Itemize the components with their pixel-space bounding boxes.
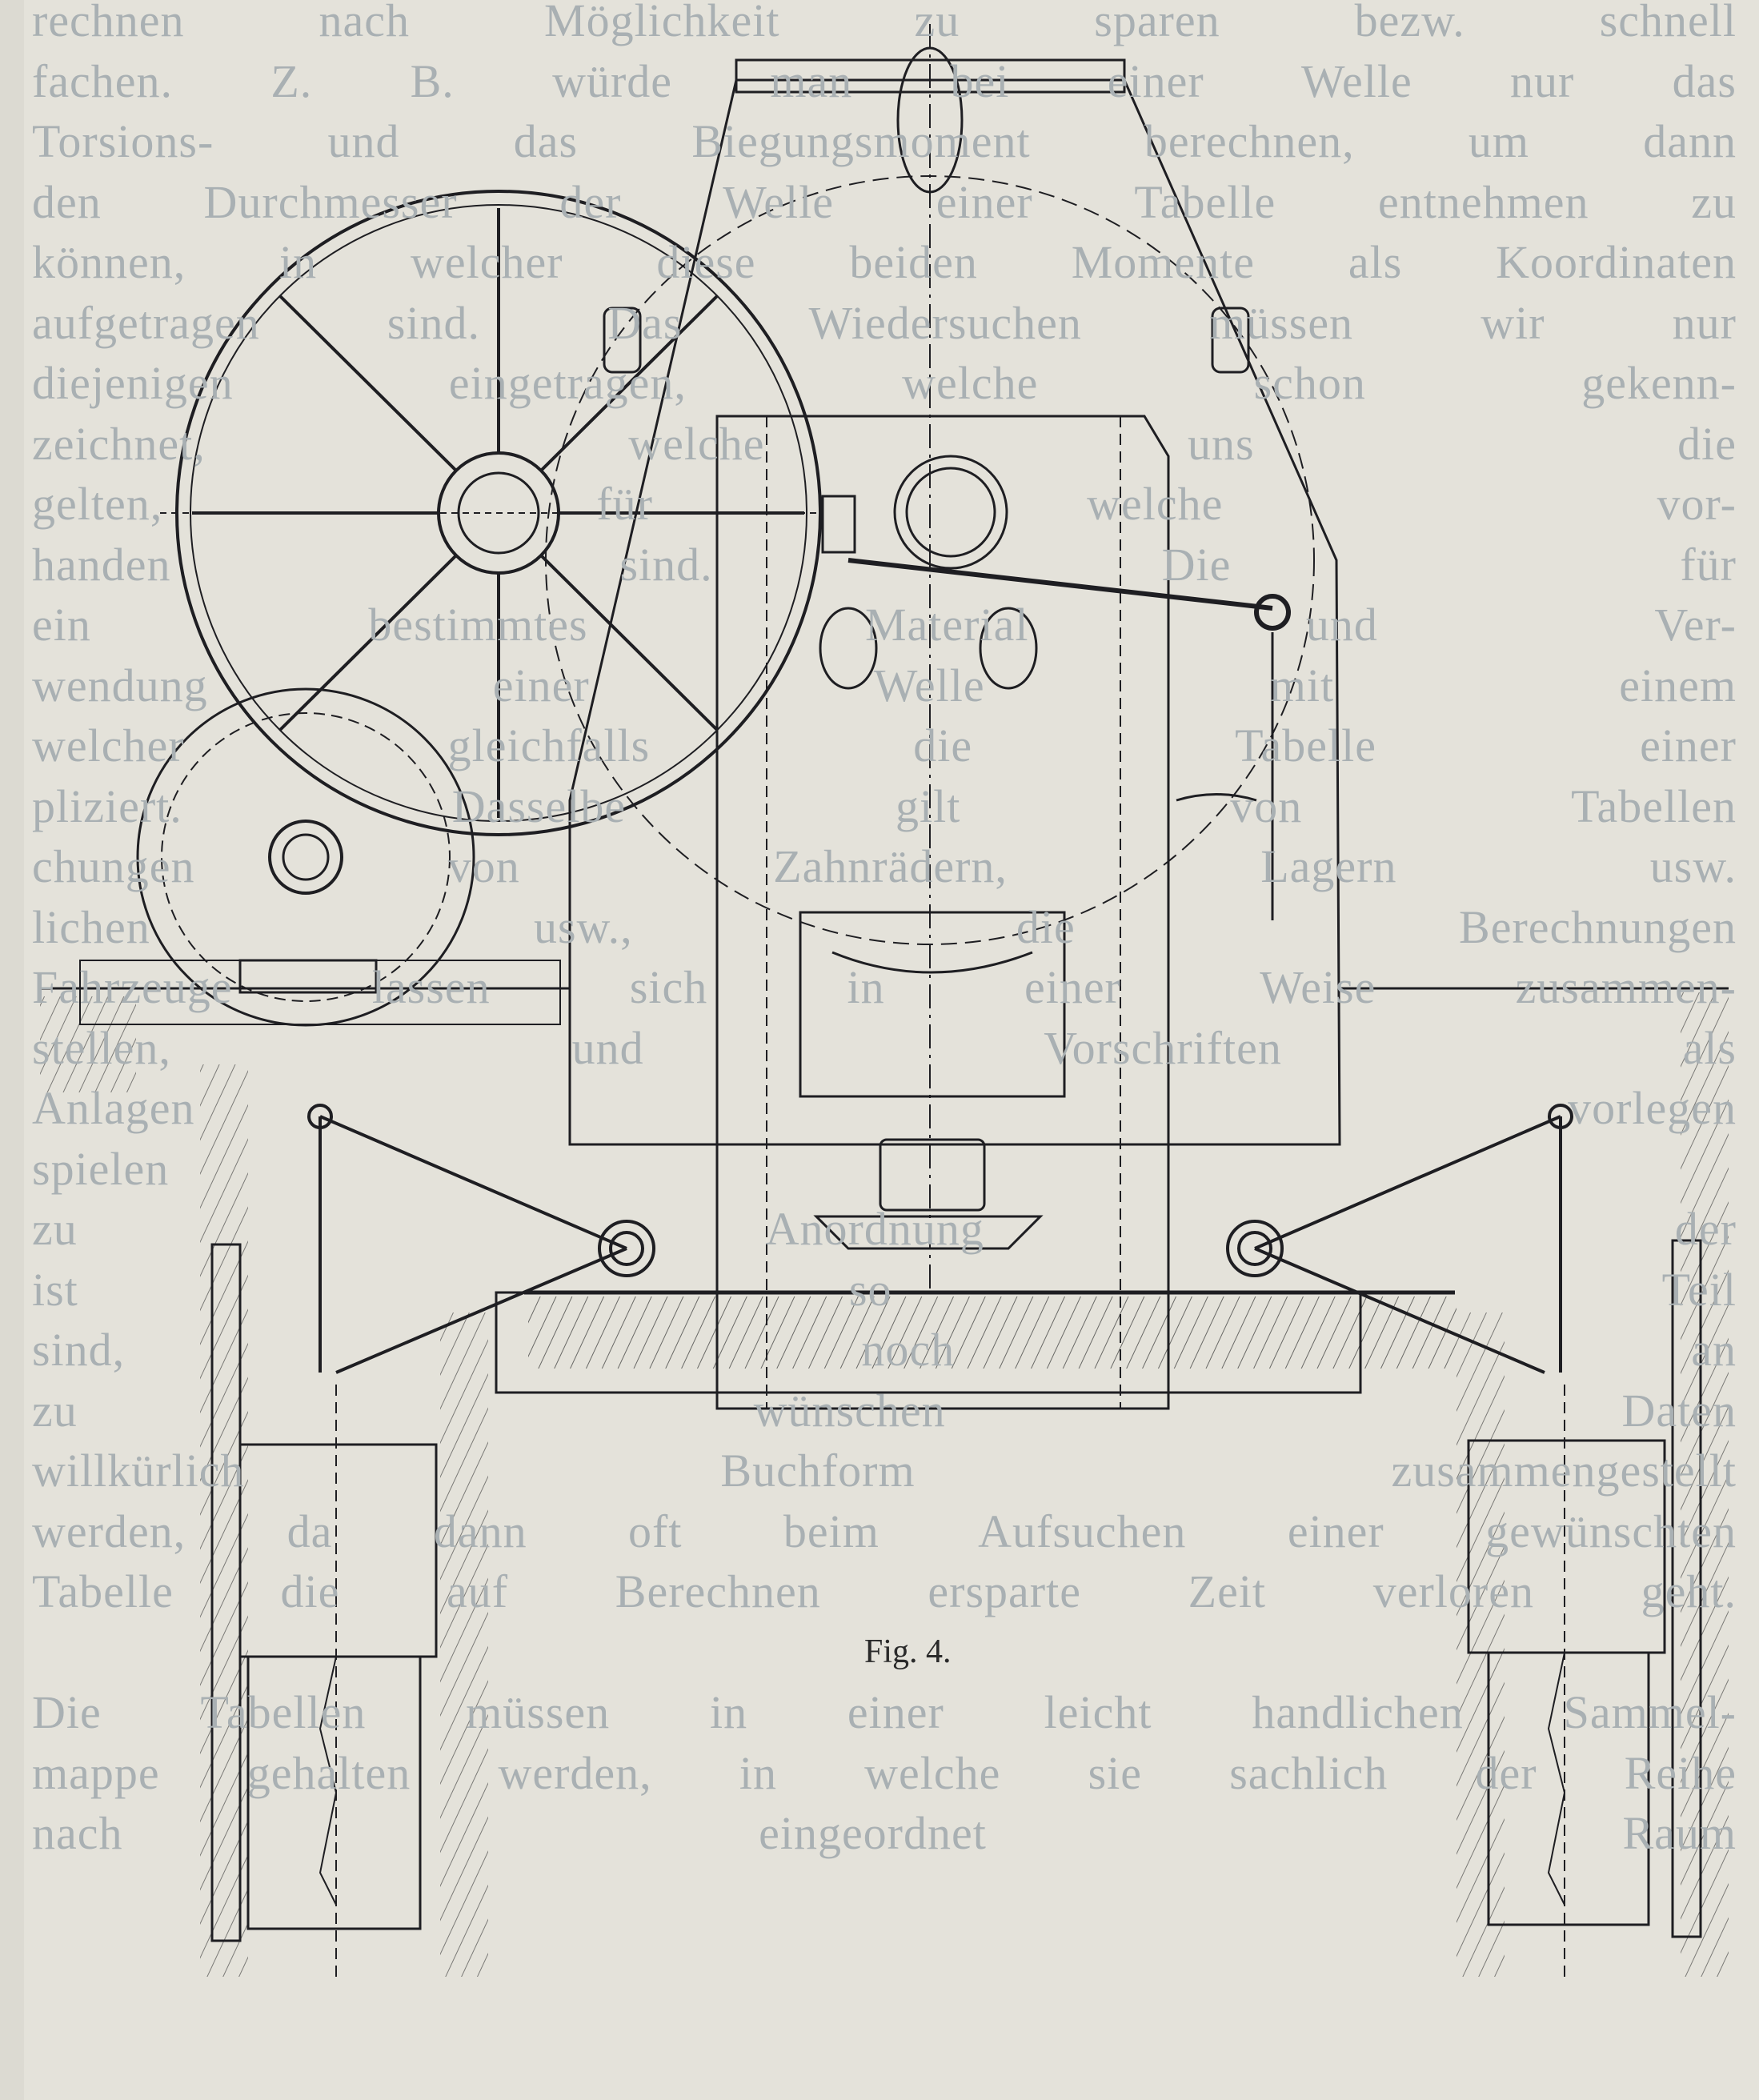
text-line: den Durchmesser der Welle einer Tabelle … [32,175,1737,228]
text-line: rechnen nach Möglichkeit zu sparen bezw.… [32,0,1737,46]
text-line: nach eingeordnet Raum [32,1807,1737,1859]
crank-bearing [821,455,1291,920]
left-cylinder [210,1243,438,1977]
text-line: wendung einer Welle mit einem [32,659,1737,711]
text-line: zeichnet, welche uns die [32,417,1737,470]
press-frame [495,24,1362,1410]
text-line: zu wünschen Daten [32,1384,1737,1437]
scan-margin [0,0,24,2100]
text-line: pliziert. Dasselbe gilt von Tabellen [32,779,1737,832]
text-line: ist so Teil [32,1263,1737,1316]
figure-caption: Fig. 4. [864,1633,952,1670]
text-line: handen sind. Die für [32,538,1737,591]
text-line: chungen von Zahnrädern, Lagern usw. [32,840,1737,892]
text-line: mappe gehalten werden, in welche sie sac… [32,1746,1737,1799]
text-line: können, in welcher diese beiden Momente … [32,236,1737,288]
text-line: spielen [32,1142,170,1195]
text-line: diejenigen eingetragen, welche schon gek… [32,357,1737,409]
text-line: stellen, und Vorschriften als [32,1021,1737,1074]
text-line: zu Anordnung der [32,1203,1737,1255]
text-line: gelten, für welche vor- [32,478,1737,530]
show-through-body-text: rechnen nach Möglichkeit zu sparen bezw.… [32,0,1737,1864]
text-line: Die Tabellen müssen in einer leicht hand… [32,1686,1737,1738]
flywheel [160,190,822,836]
text-line: werden, da dann oft beim Aufsuchen einer… [32,1505,1737,1557]
text-line: fachen. Z. B. würde man bei einer Welle … [32,54,1737,107]
toggle-links [307,1104,1573,1374]
text-line: Anlagen vorlegen [32,1082,1737,1134]
text-line: aufgetragen sind. Das Wiedersuchen müsse… [32,296,1737,349]
text-line: willkürlich Buchform zusammengestellt [32,1445,1737,1497]
text-line: Tabelle die auf Berechnen ersparte Zeit … [32,1565,1737,1617]
foundation-hatching [40,987,1729,1977]
text-line: Torsions- und das Biegungsmoment berechn… [32,115,1737,167]
text-line: welcher gleichfalls die Tabelle einer [32,719,1737,771]
right-cylinder [1467,1239,1702,1977]
text-line: sind, noch an [32,1324,1737,1376]
text-line: lichen usw., die Berechnungen [32,900,1737,953]
text-line: Fahrzeuge lassen sich in einer Weise zus… [32,961,1737,1013]
text-line: ein bestimmtes Material und Ver- [32,599,1737,651]
motor-pulley [79,687,561,1027]
